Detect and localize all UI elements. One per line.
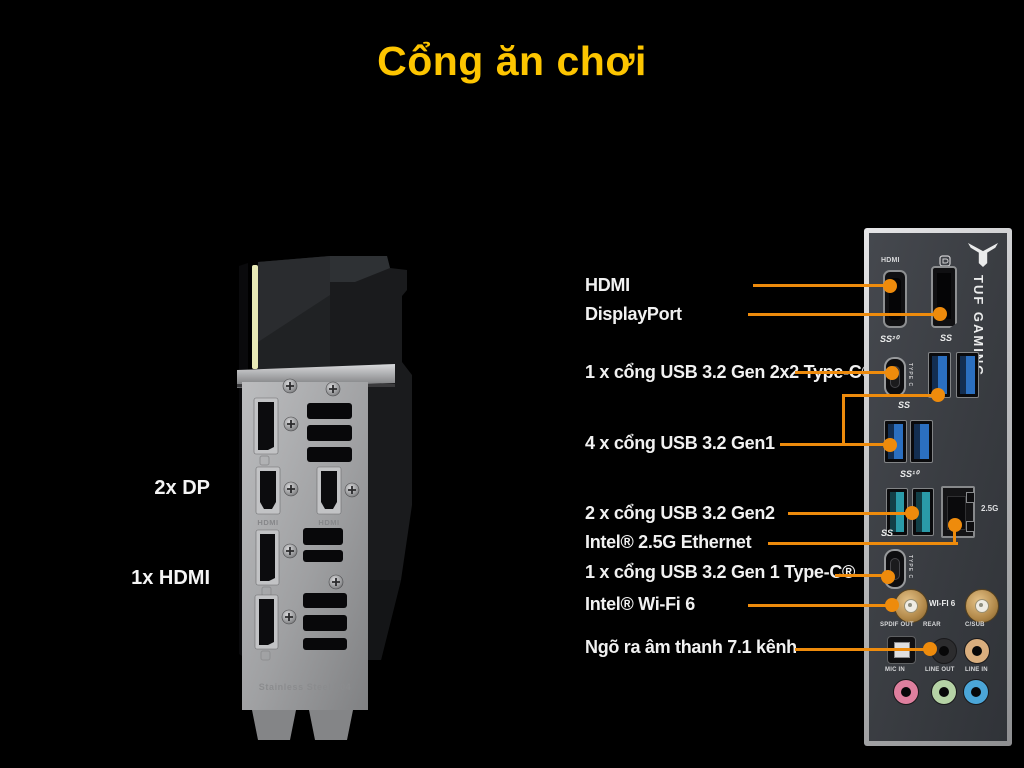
annotation-displayport: DisplayPort (585, 304, 682, 324)
callout-line-audio (795, 648, 930, 651)
callout-line-usb-gen1-upper (842, 394, 938, 397)
callout-dot-usb-typec (881, 570, 895, 584)
mobo-io-panel: HDMI TUF GAMING SS²⁰ TYPE C SS SS SS¹⁰ (864, 228, 1012, 746)
tuf-gaming-text: TUF GAMING (971, 275, 986, 378)
callout-line-usb-gen2 (788, 512, 912, 515)
line-out-label: LINE OUT (925, 667, 955, 673)
typec-side-label: TYPE C (907, 555, 913, 580)
usb-ss20-icon: SS²⁰ (880, 334, 899, 344)
mobo-usb-gen1-port-2 (956, 352, 979, 398)
callout-line-displayport (748, 313, 940, 316)
audio-jack-lineout (931, 679, 957, 705)
csub-label: C/SUB (965, 622, 985, 628)
callout-line-ethernet (768, 542, 958, 545)
wifi-antenna-connector-left (894, 589, 928, 623)
audio-jack-csub (964, 638, 990, 664)
mic-in-label: MIC IN (885, 667, 905, 673)
callout-line-usb-typec (835, 574, 888, 577)
gpu-hdmi-port-label: HDMI (257, 518, 278, 527)
callout-dot-wifi (885, 598, 899, 612)
wifi-antenna-connector-right (965, 589, 999, 623)
gpu-dp-port-2 (255, 529, 280, 597)
mobo-hdmi-label: HDMI (881, 257, 900, 264)
callout-dot-ethernet (948, 518, 962, 532)
annotation-usb-2x2: 1 x cổng USB 3.2 Gen 2x2 Type-C® (585, 362, 875, 382)
callout-dot-usb-gen1-upper (931, 388, 945, 402)
annotation-usb-gen1: 4 x cổng USB 3.2 Gen1 (585, 433, 775, 453)
callout-dot-audio (923, 642, 937, 656)
audio-jack-linein (963, 679, 989, 705)
mobo-usb-gen1-port-4 (910, 420, 933, 463)
gpu-dp-port-1 (253, 397, 279, 466)
callout-line-usb-2x2 (795, 371, 892, 374)
callout-line-usb-gen1-riser (842, 394, 845, 446)
callout-dot-usb-2x2 (885, 366, 899, 380)
gpu-label-hdmi: 1x HDMI (131, 567, 210, 589)
callout-line-ethernet-riser (953, 525, 956, 545)
usb-ss10-icon: SS¹⁰ (900, 469, 919, 479)
usb-ss-icon: SS (881, 528, 894, 538)
mobo-usb-gen2-port-2 (912, 488, 934, 536)
gpu-bracket-steel-text: Stainless Steel 304 (259, 682, 351, 692)
callout-dot-displayport (933, 307, 947, 321)
ethernet-speed-label: 2.5G (981, 504, 999, 513)
gpu-hdmi-port-label: HDMI (318, 518, 339, 527)
typec-side-label: TYPE C (907, 363, 913, 388)
page-title: Cổng ăn chơi (377, 38, 647, 84)
screw-icons (281, 378, 360, 625)
dp-logo-icon (260, 650, 271, 661)
usb-ss-icon: SS (898, 400, 911, 410)
rear-label: REAR (923, 622, 941, 628)
gpu-vent-slots (303, 403, 352, 650)
callout-line-usb-gen1 (780, 443, 890, 446)
gpu-accent-stripe (252, 265, 258, 369)
callout-line-wifi (748, 604, 892, 607)
line-in-label: LINE IN (965, 667, 988, 673)
callout-dot-usb-gen1-lower (883, 438, 897, 452)
annotation-audio: Ngõ ra âm thanh 7.1 kênh (585, 637, 797, 657)
annotation-hdmi: HDMI (585, 275, 630, 295)
gpu-hdmi-port-2: HDMI (316, 466, 342, 527)
spdif-out-label: SPDIF OUT (880, 622, 914, 628)
gpu-label-dp: 2x DP (154, 477, 210, 499)
annotation-usb-gen2: 2 x cổng USB 3.2 Gen2 (585, 503, 775, 523)
mobo-usb-gen1-port-1 (928, 352, 951, 398)
annotation-ethernet: Intel® 2.5G Ethernet (585, 532, 752, 552)
gpu-dp-port-3 (254, 594, 279, 661)
annotation-wifi: Intel® Wi-Fi 6 (585, 594, 695, 614)
wifi-label: WI-FI 6 (929, 599, 956, 608)
dp-logo-icon (939, 255, 951, 267)
dp-logo-icon (259, 455, 270, 466)
gpu-hdmi-port-1: HDMI (255, 466, 281, 527)
callout-line-hdmi (753, 284, 890, 287)
gpu-card-illustration: HDMI HDMI (237, 256, 412, 740)
audio-jack-mic (893, 679, 919, 705)
annotation-usb-typec: 1 x cổng USB 3.2 Gen 1 Type-C® (585, 562, 856, 582)
callout-dot-hdmi (883, 279, 897, 293)
usb-ss-icon: SS (940, 333, 953, 343)
callout-dot-usb-gen2 (905, 506, 919, 520)
